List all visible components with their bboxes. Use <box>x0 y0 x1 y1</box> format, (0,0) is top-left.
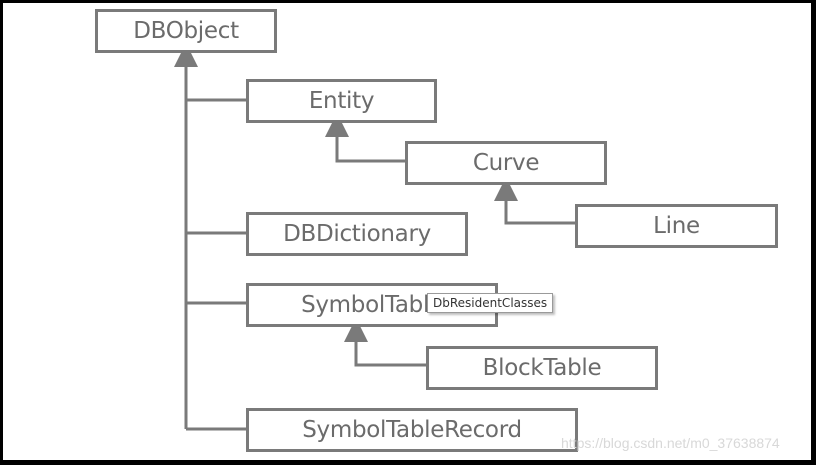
inheritance-connector <box>344 318 426 367</box>
inheritance-connector <box>325 113 405 163</box>
diagram-canvas: DBObject Entity Curve Line DBDictionary … <box>3 3 811 460</box>
node-dbdictionary: DBDictionary <box>246 212 468 256</box>
node-symboltable: SymbolTable <box>246 283 498 327</box>
node-line: Line <box>575 204 778 248</box>
node-entity: Entity <box>246 79 437 123</box>
node-symboltablerecord: SymbolTableRecord <box>246 408 578 452</box>
node-dbobject: DBObject <box>95 9 277 53</box>
watermark-text: https://blog.csdn.net/m0_37638874 <box>561 435 780 451</box>
connector-layer <box>174 43 575 431</box>
inheritance-connector <box>494 177 575 225</box>
node-blocktable: BlockTable <box>426 346 658 390</box>
tooltip: DbResidentClasses <box>427 293 554 313</box>
node-curve: Curve <box>405 141 607 185</box>
